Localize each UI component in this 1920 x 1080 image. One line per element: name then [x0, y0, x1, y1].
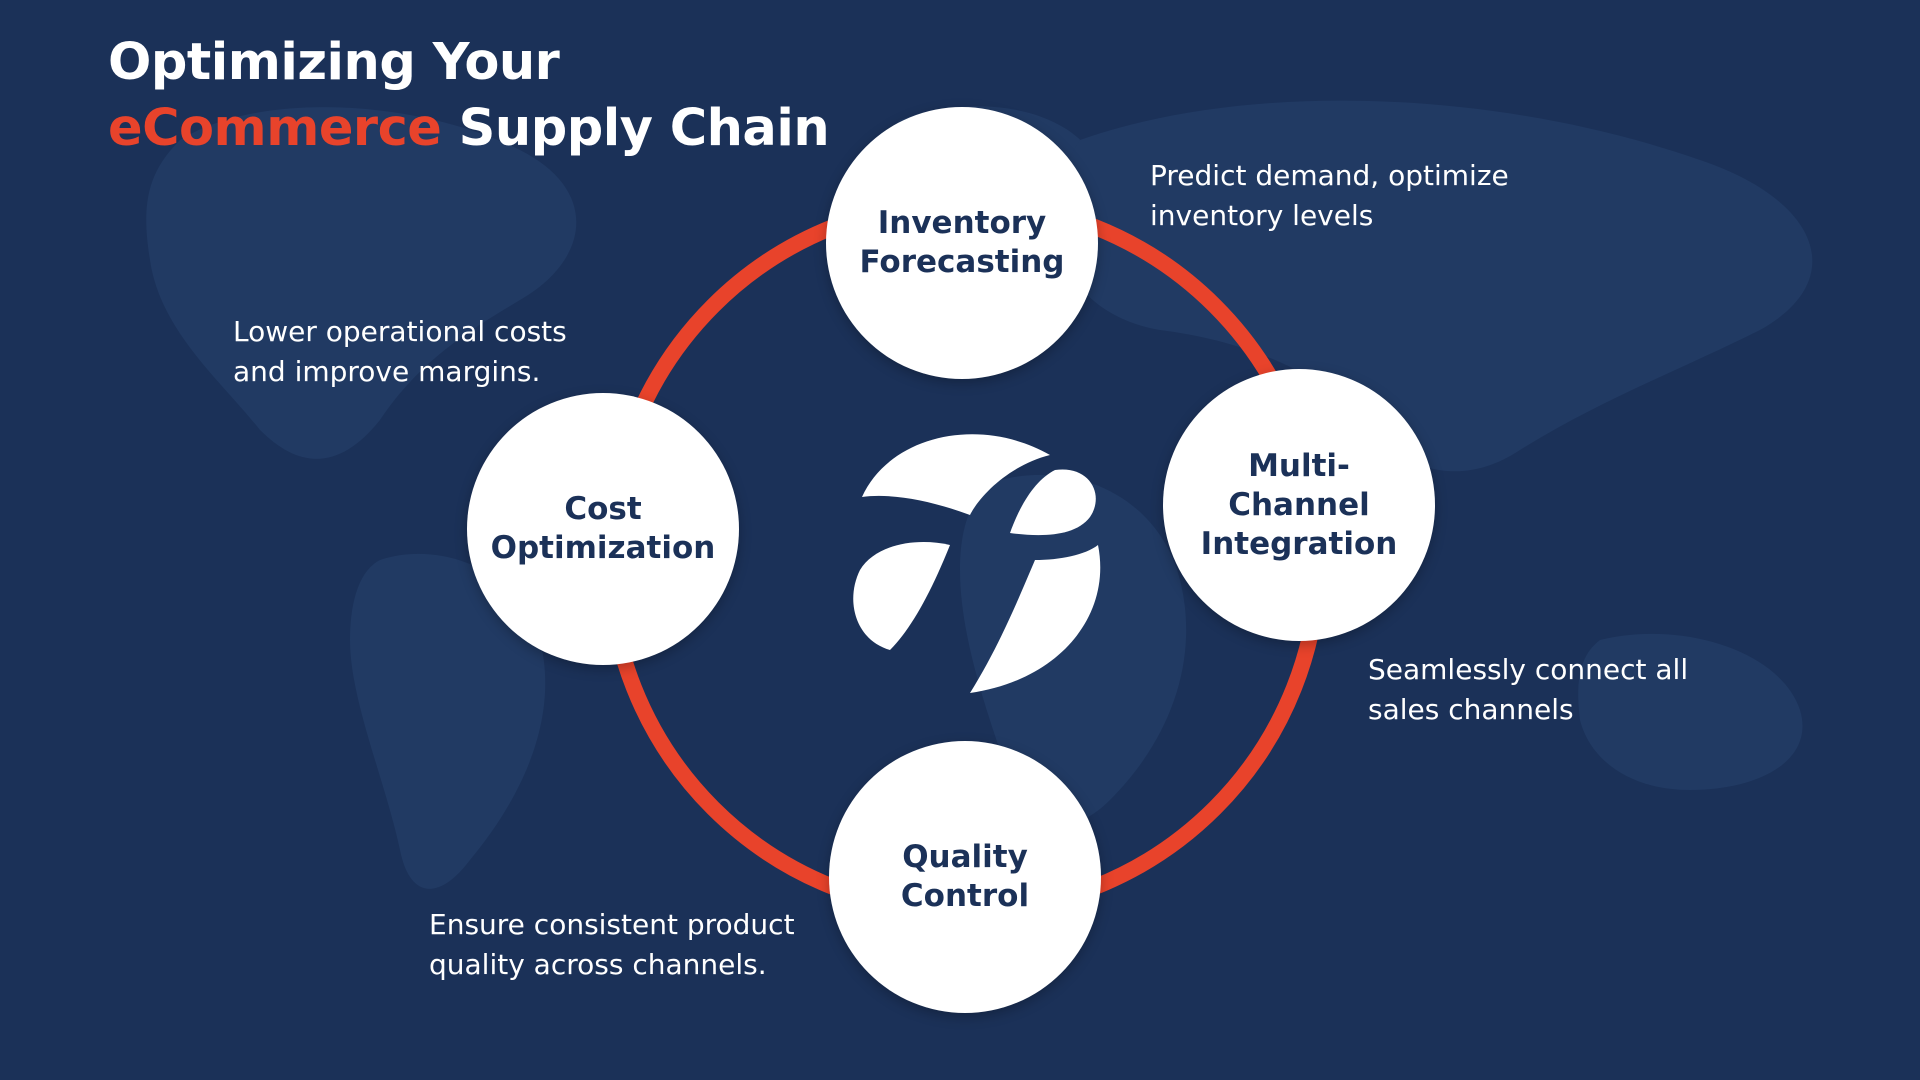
description-line: quality across channels.	[429, 948, 767, 981]
description-inventory-forecasting: Predict demand, optimize inventory level…	[1150, 156, 1509, 236]
description-line: Lower operational costs	[233, 315, 567, 348]
node-label: Inventory Forecasting	[859, 205, 1065, 280]
title-line-2: eCommerce Supply Chain	[108, 96, 830, 162]
title-accent-word: eCommerce	[108, 99, 442, 158]
node-label: Quality Control	[900, 839, 1030, 914]
node-quality-control: Quality Control	[829, 741, 1101, 1013]
description-line: Seamlessly connect all	[1368, 653, 1689, 686]
description-line: Predict demand, optimize	[1150, 159, 1509, 192]
node-label: Cost Optimization	[490, 491, 716, 566]
description-quality-control: Ensure consistent product quality across…	[429, 905, 795, 985]
page-title: Optimizing Your eCommerce Supply Chain	[108, 30, 830, 162]
node-cost-optimization: Cost Optimization	[467, 393, 739, 665]
title-line-1: Optimizing Your	[108, 33, 560, 92]
node-label: Multi- Channel Integration	[1200, 447, 1398, 562]
description-line: inventory levels	[1150, 199, 1374, 232]
brand-logo-icon	[853, 434, 1101, 693]
description-line: Ensure consistent product	[429, 908, 795, 941]
node-multi-channel-integration: Multi- Channel Integration	[1163, 369, 1435, 641]
description-multi-channel-integration: Seamlessly connect all sales channels	[1368, 650, 1688, 730]
description-line: sales channels	[1368, 693, 1574, 726]
description-line: and improve margins.	[233, 355, 541, 388]
title-line-2-rest: Supply Chain	[441, 99, 830, 158]
description-cost-optimization: Lower operational costs and improve marg…	[233, 312, 567, 392]
node-inventory-forecasting: Inventory Forecasting	[826, 107, 1098, 379]
